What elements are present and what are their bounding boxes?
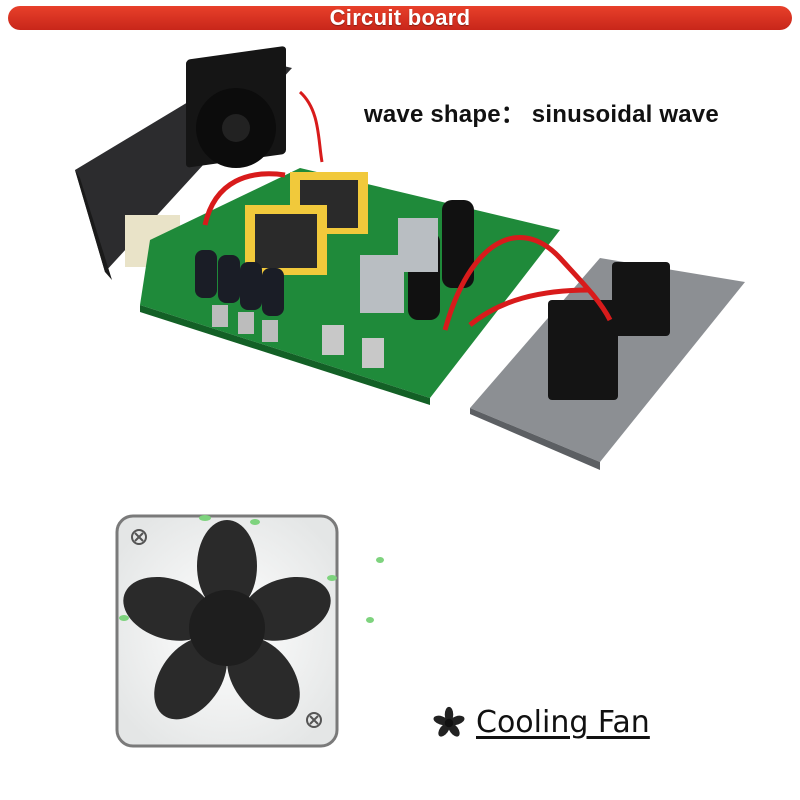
fan-icon	[433, 706, 465, 737]
cooling-fan-photo	[115, 514, 384, 748]
cooling-fan-legend: Cooling Fan	[432, 705, 650, 740]
banner-title: Circuit board	[329, 5, 471, 30]
wave-shape-caption: wave shape： sinusoidal wave	[364, 101, 719, 128]
title-banner: Circuit board	[8, 5, 792, 30]
cooling-fan-label: Cooling Fan	[476, 705, 650, 740]
circuit-board-photo	[75, 46, 745, 470]
